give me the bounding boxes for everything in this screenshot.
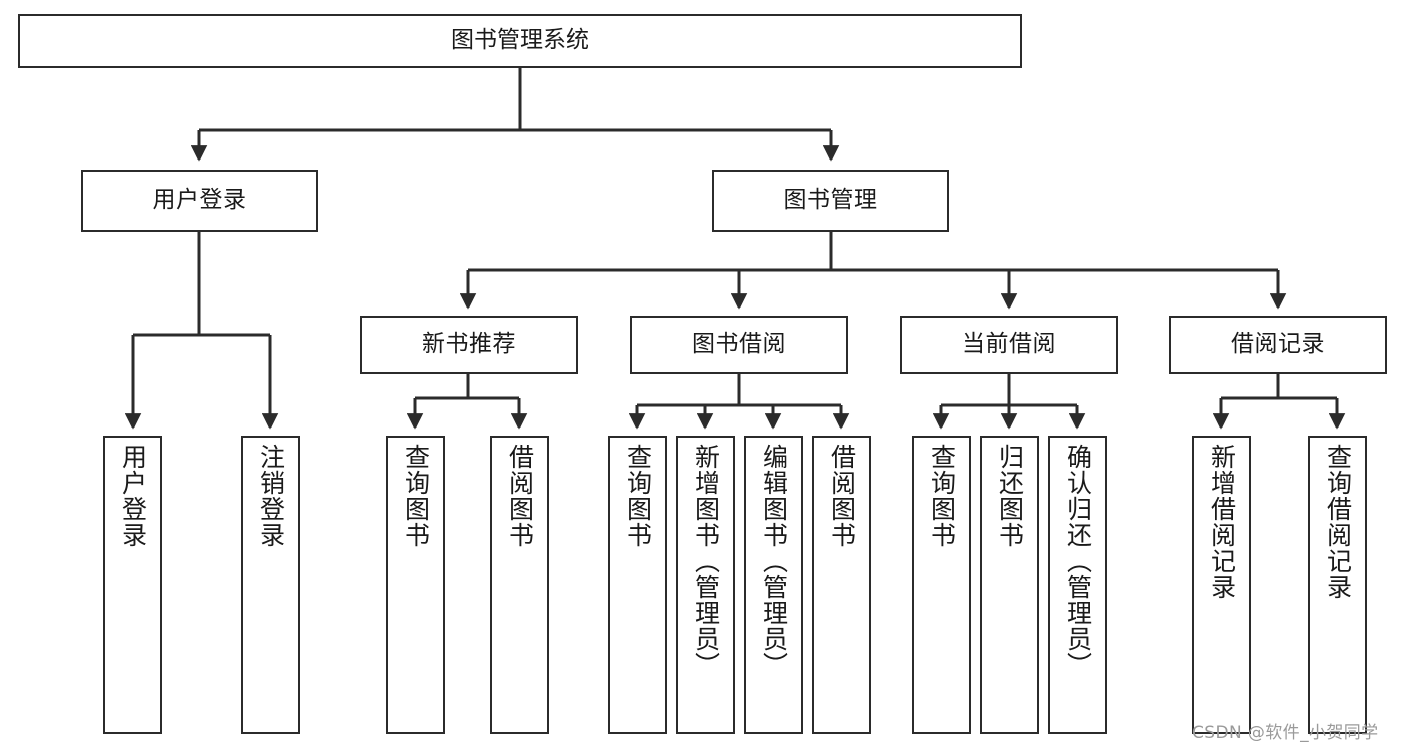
- node-new-book-recommend[interactable]: 新书推荐: [360, 316, 578, 374]
- node-root-system[interactable]: 图书管理系统: [18, 14, 1022, 68]
- node-label: 查询借阅记录: [1323, 444, 1353, 600]
- leaf-user-login-signout[interactable]: 注销登录: [241, 436, 300, 734]
- node-label: 用户登录: [118, 444, 148, 548]
- node-label: 编辑图书（管理员）: [759, 444, 789, 678]
- node-label: 当前借阅: [962, 331, 1056, 358]
- leaf-current-query-book[interactable]: 查询图书: [912, 436, 971, 734]
- node-label: 图书管理系统: [451, 27, 589, 54]
- node-borrow-records[interactable]: 借阅记录: [1169, 316, 1387, 374]
- leaf-borrow-edit-book-admin[interactable]: 编辑图书（管理员）: [744, 436, 803, 734]
- node-book-borrow[interactable]: 图书借阅: [630, 316, 848, 374]
- node-book-management[interactable]: 图书管理: [712, 170, 949, 232]
- node-label: 图书借阅: [692, 331, 786, 358]
- csdn-watermark: CSDN @软件_小贺同学: [1192, 723, 1379, 743]
- node-label: 注销登录: [256, 444, 286, 548]
- leaf-records-query-record[interactable]: 查询借阅记录: [1308, 436, 1367, 734]
- node-label: 查询图书: [927, 444, 957, 548]
- leaf-current-confirm-return-admin[interactable]: 确认归还（管理员）: [1048, 436, 1107, 734]
- node-label: 查询图书: [623, 444, 653, 548]
- leaf-borrow-borrow-book[interactable]: 借阅图书: [812, 436, 871, 734]
- node-current-borrow[interactable]: 当前借阅: [900, 316, 1118, 374]
- node-label: 新增借阅记录: [1207, 444, 1237, 600]
- node-label: 图书管理: [783, 187, 878, 214]
- node-user-login[interactable]: 用户登录: [81, 170, 318, 232]
- node-label: 新增图书（管理员）: [691, 444, 721, 678]
- node-label: 新书推荐: [422, 331, 516, 358]
- leaf-user-login-signin[interactable]: 用户登录: [103, 436, 162, 734]
- leaf-records-add-record[interactable]: 新增借阅记录: [1192, 436, 1251, 734]
- node-label: 借阅图书: [827, 444, 857, 548]
- node-label: 借阅记录: [1231, 331, 1325, 358]
- node-label: 确认归还（管理员）: [1063, 444, 1093, 678]
- leaf-recommend-borrow-book[interactable]: 借阅图书: [490, 436, 549, 734]
- leaf-current-return-book[interactable]: 归还图书: [980, 436, 1039, 734]
- leaf-recommend-query-book[interactable]: 查询图书: [386, 436, 445, 734]
- node-label: 归还图书: [995, 444, 1025, 548]
- leaf-borrow-add-book-admin[interactable]: 新增图书（管理员）: [676, 436, 735, 734]
- leaf-borrow-query-book[interactable]: 查询图书: [608, 436, 667, 734]
- node-label: 用户登录: [152, 187, 247, 214]
- node-label: 查询图书: [401, 444, 431, 548]
- node-label: 借阅图书: [505, 444, 535, 548]
